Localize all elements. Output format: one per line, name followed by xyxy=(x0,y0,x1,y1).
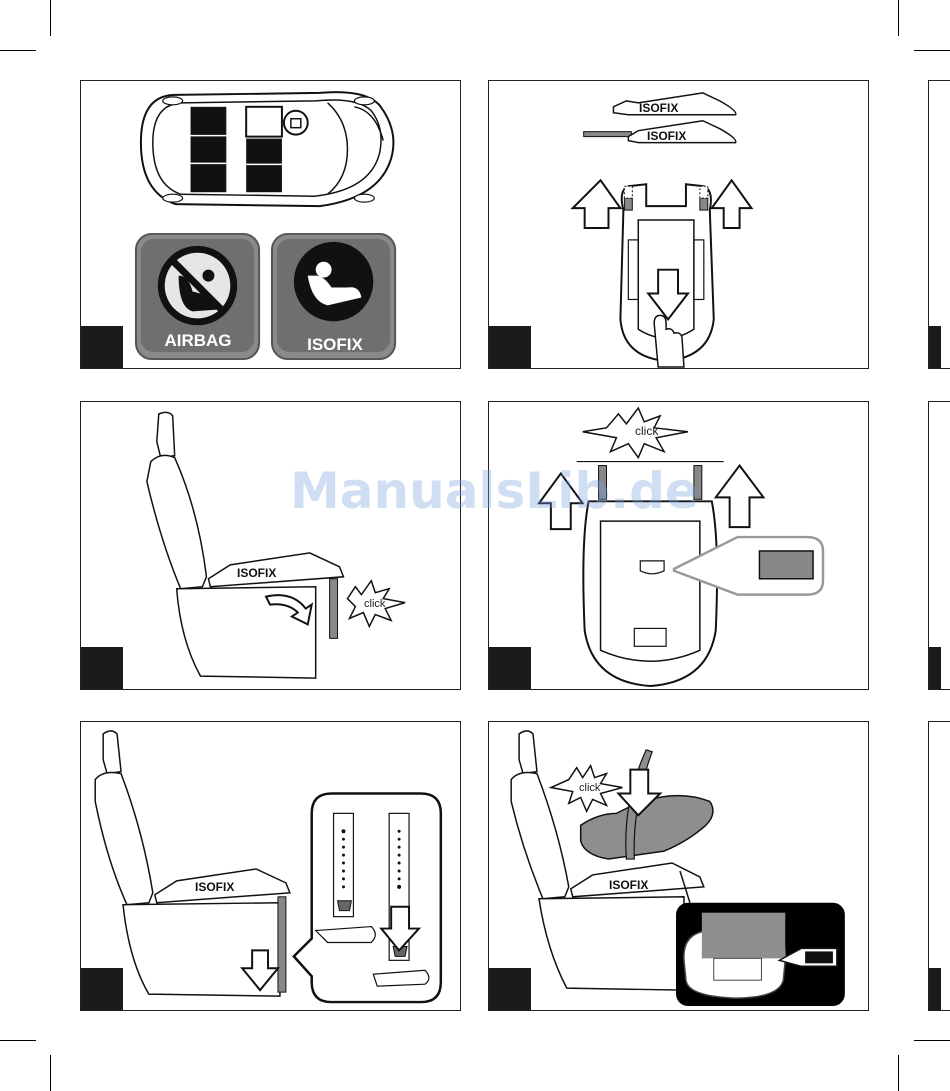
step-number-box xyxy=(489,968,531,1010)
crop-mark xyxy=(0,50,36,51)
panel-support-leg: ISOFIX xyxy=(80,721,461,1011)
seat-base-attach-illustration xyxy=(81,402,460,689)
edge-panel xyxy=(928,721,950,1011)
car-top-view-illustration xyxy=(81,81,460,368)
crop-mark xyxy=(898,1055,899,1091)
step-number-box xyxy=(81,326,123,368)
panel-lock-indicator: click xyxy=(488,401,869,690)
click-label: click xyxy=(364,598,385,610)
edge-panel xyxy=(928,80,950,369)
panel-car-overview: AIRBAG ISOFIX xyxy=(80,80,461,369)
base-connectors-illustration xyxy=(489,81,868,368)
support-leg-illustration xyxy=(81,722,460,1010)
carrier-attach-illustration xyxy=(489,722,868,1010)
base-lock-indicator-illustration xyxy=(489,402,868,689)
isofix-badge-label: ISOFIX xyxy=(273,335,397,355)
step-number-box xyxy=(81,647,123,689)
step-number-box xyxy=(489,326,531,368)
isofix-base-label: ISOFIX xyxy=(639,101,678,115)
panel-extend-connectors: ISOFIX ISOFIX xyxy=(488,80,869,369)
isofix-base-label: ISOFIX xyxy=(195,880,234,894)
airbag-badge-label: AIRBAG xyxy=(136,331,260,351)
step-number-box xyxy=(929,647,941,689)
crop-mark xyxy=(898,0,899,36)
crop-mark xyxy=(914,1040,950,1041)
edge-panel xyxy=(928,401,950,690)
panel-attach-base: ISOFIX click xyxy=(80,401,461,690)
isofix-base-label: ISOFIX xyxy=(609,878,648,892)
step-number-box xyxy=(929,968,941,1010)
click-label: click xyxy=(579,782,600,794)
crop-mark xyxy=(0,1040,36,1041)
crop-mark xyxy=(50,0,51,36)
click-label: click xyxy=(635,424,658,438)
step-number-box xyxy=(929,326,941,368)
step-number-box xyxy=(489,647,531,689)
isofix-base-label: ISOFIX xyxy=(647,129,686,143)
isofix-base-label: ISOFIX xyxy=(237,566,276,580)
step-number-box xyxy=(81,968,123,1010)
panel-attach-carrier: ISOFIX click xyxy=(488,721,869,1011)
crop-mark xyxy=(914,50,950,51)
crop-mark xyxy=(50,1055,51,1091)
